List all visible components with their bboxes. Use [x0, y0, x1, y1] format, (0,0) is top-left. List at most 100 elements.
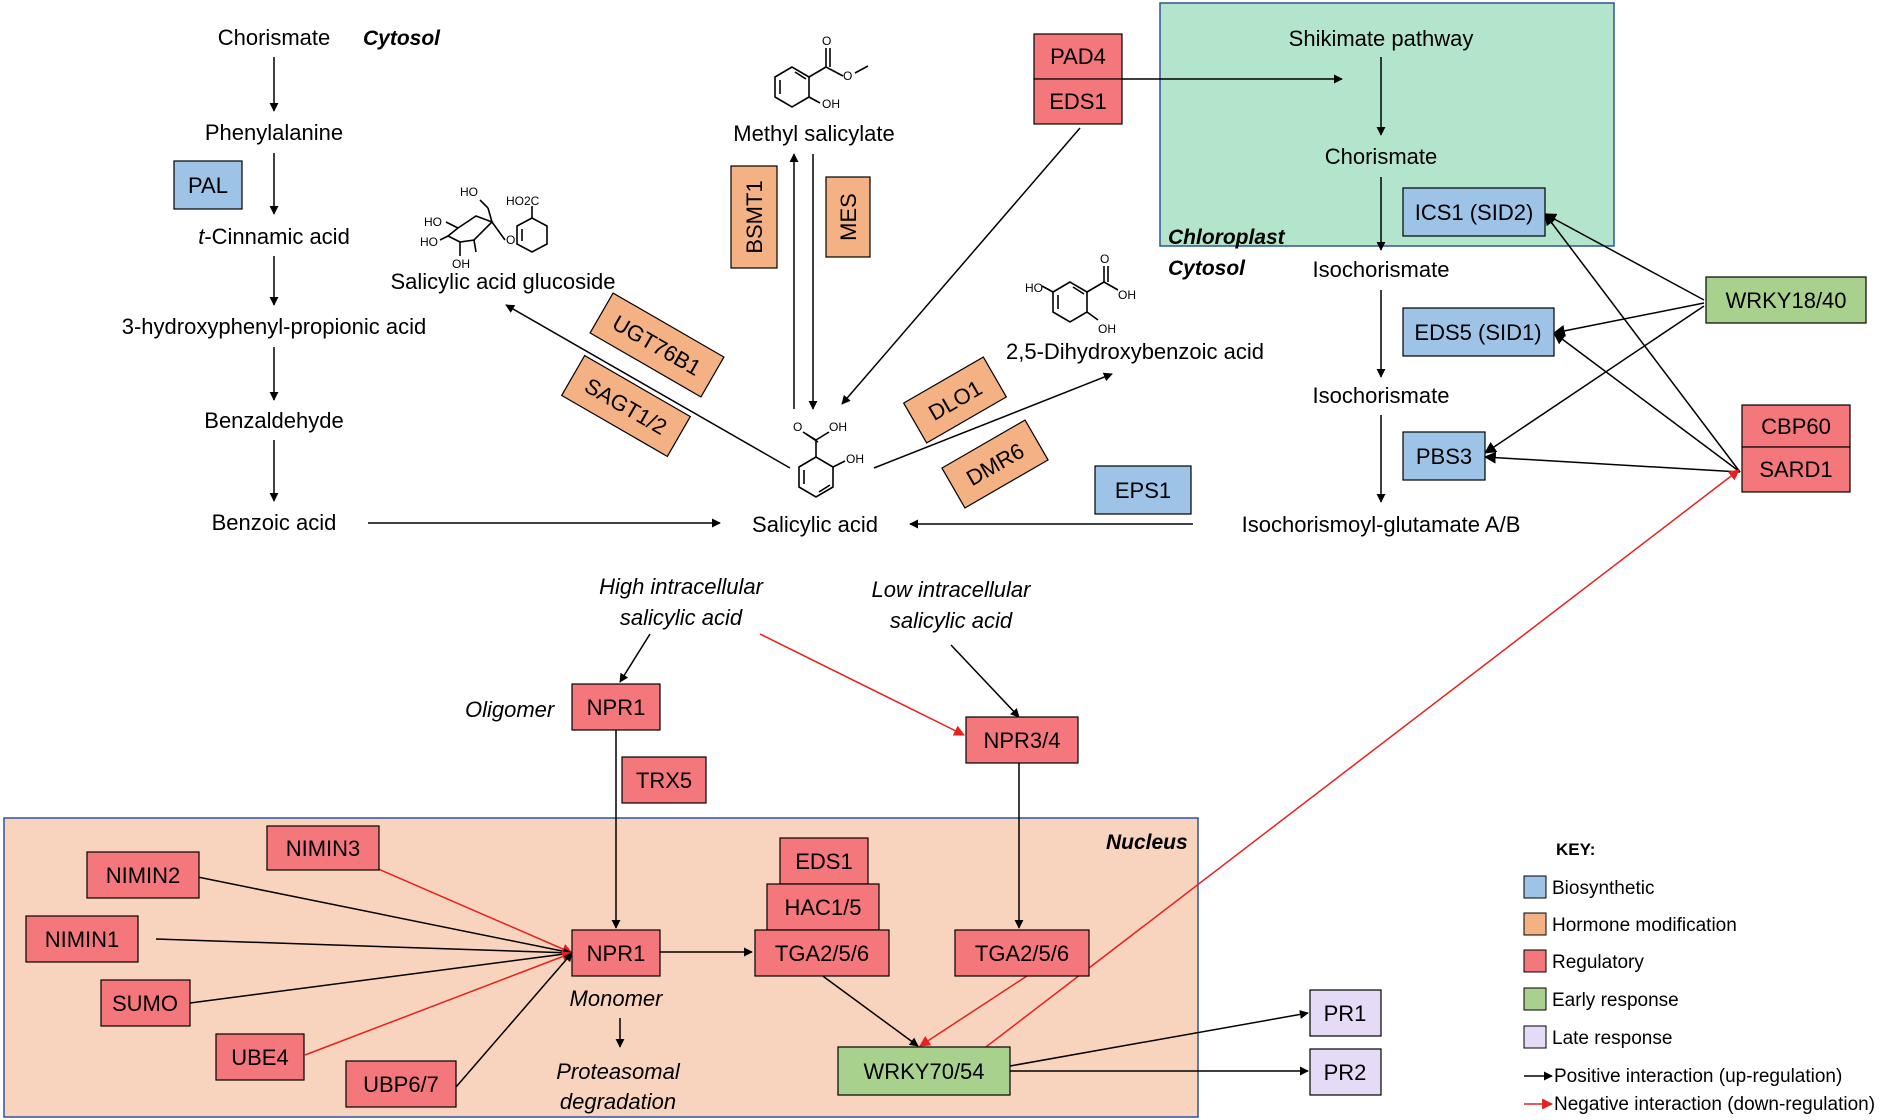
legend-label-hormone: Hormone modification [1552, 915, 1737, 936]
box-tga256-right [954, 929, 1090, 977]
chem-atom-ho: HO [424, 215, 442, 229]
arrow-high-sa-inhibits-npr3 [759, 633, 965, 736]
box-eds1-nucleus-label: EDS1 [795, 849, 852, 874]
label-oligomer: Oligomer [465, 697, 556, 722]
sa-glucoside-structure: HO HO HO OH O HO2C [420, 185, 548, 271]
arrow-sard1-to-eds5 [1553, 332, 1741, 473]
box-wrky7054-label: WRKY70/54 [863, 1059, 984, 1084]
box-sumo-label: SUMO [112, 991, 178, 1016]
metabolite-chorismate-left: Chorismate [218, 25, 330, 50]
box-nimin1-label: NIMIN1 [45, 927, 120, 952]
legend-swatch-hormone [1523, 912, 1547, 936]
box-eds1-top [1033, 78, 1123, 125]
arrow-wrky70-inhibits-sard1 [981, 469, 1740, 1051]
label-high-intracellular-sa-line2: salicylic acid [620, 605, 743, 630]
box-pbs3-label: PBS3 [1416, 444, 1472, 469]
metabolite-3-hydroxyphenyl-propionic-acid: 3-hydroxyphenyl-propionic acid [122, 314, 427, 339]
arrow-ubp67-to-npr1 [455, 952, 573, 1088]
chem-atom-o: O [843, 69, 852, 83]
box-tga256-left [754, 929, 890, 977]
label-proteasomal-line2: degradation [560, 1089, 676, 1114]
arrow-wrky70-to-pr1 [1009, 1009, 1309, 1067]
chem-atom-ho: HO [420, 235, 438, 249]
region-label-nucleus: Nucleus [1106, 831, 1188, 854]
box-pad4-label: PAD4 [1050, 44, 1106, 69]
box-nimin3 [266, 825, 380, 871]
chem-atom-oh: OH [1118, 288, 1136, 302]
arrow-nimin3-inhibits-npr1 [375, 867, 574, 955]
box-eds1-top-label: EDS1 [1049, 89, 1106, 114]
arrow-low-sa-to-npr3 [950, 644, 1020, 718]
metabolite-benzoic-acid: Benzoic acid [212, 510, 337, 535]
arrow-wrky18-to-ics1 [1543, 213, 1705, 301]
arrow-nimin1-to-npr1 [155, 938, 573, 958]
box-cbp60 [1741, 404, 1851, 448]
arrow-wrky18-to-pbs3 [1484, 305, 1705, 454]
label-proteasomal-line1: Proteasomal [556, 1059, 681, 1084]
legend: KEY: Biosynthetic Hormone modification R… [1523, 840, 1875, 1115]
box-sumo [100, 979, 191, 1027]
box-trx5 [621, 756, 707, 804]
legend-label-late: Late response [1552, 1028, 1672, 1049]
arrow-salicylic-to-dhba [873, 372, 1113, 469]
box-pbs3 [1402, 431, 1486, 481]
label-low-intracellular-sa-line2: salicylic acid [890, 608, 1013, 633]
arrow-tga2-inhibits-wrky70 [919, 973, 1031, 1047]
box-pal-label: PAL [188, 173, 228, 198]
box-dlo1: DLO1 [902, 356, 1008, 444]
dhba-structure: HO O OH OH [1025, 252, 1136, 336]
metabolite-salicylic-acid: Salicylic acid [752, 512, 878, 537]
legend-swatch-biosynthetic [1523, 875, 1547, 899]
legend-label-regulatory: Regulatory [1552, 952, 1644, 973]
metabolite-t-cinnamic-acid: t-Cinnamic acid [198, 224, 350, 249]
box-trx5-label: TRX5 [636, 768, 692, 793]
box-ubp67 [345, 1060, 457, 1108]
chem-atom-oh: OH [822, 97, 840, 111]
box-sard1 [1741, 446, 1851, 493]
region-label-cytosol-left: Cytosol [363, 27, 441, 50]
box-mes-label: MES [836, 193, 861, 241]
salicylic-acid-structure: O OH OH [793, 420, 864, 498]
box-bsmt1-label: BSMT1 [742, 180, 767, 253]
legend-swatch-regulatory [1523, 949, 1547, 973]
box-bsmt1: BSMT1 [730, 165, 778, 269]
region-label-cytosol-right: Cytosol [1168, 257, 1246, 280]
box-wrky7054 [837, 1046, 1011, 1096]
legend-swatch-late [1523, 1025, 1547, 1049]
chem-atom-o: O [506, 233, 515, 247]
label-low-intracellular-sa-line1: Low intracellular [872, 577, 1033, 602]
box-nimin3-label: NIMIN3 [286, 836, 361, 861]
box-eds1-nucleus [779, 837, 869, 885]
box-eps1-label: EPS1 [1115, 478, 1171, 503]
box-pr1 [1309, 989, 1382, 1037]
chem-atom-ho: HO [460, 185, 478, 199]
box-sard1-label: SARD1 [1759, 457, 1832, 482]
box-dmr6: DMR6 [941, 419, 1049, 509]
metabolite-shikimate-pathway: Shikimate pathway [1289, 26, 1474, 51]
box-npr34 [965, 716, 1079, 764]
box-npr1-oligomer [571, 683, 661, 731]
box-tga256-right-label: TGA2/5/6 [975, 941, 1069, 966]
metabolite-benzaldehyde: Benzaldehyde [204, 408, 343, 433]
legend-title: KEY: [1556, 840, 1595, 859]
chem-atom-oh: OH [829, 420, 847, 434]
box-cbp60-label: CBP60 [1761, 414, 1831, 439]
chem-atom-ho: HO [1025, 281, 1043, 295]
chem-atom-o: O [793, 420, 802, 434]
box-ubp67-label: UBP6/7 [363, 1072, 439, 1097]
box-pal [173, 160, 243, 210]
box-npr1-monomer [571, 929, 661, 977]
legend-swatch-early [1523, 987, 1547, 1011]
arrow-high-sa-to-npr1 [619, 633, 651, 683]
box-pr1-label: PR1 [1324, 1001, 1367, 1026]
box-pr2-label: PR2 [1324, 1060, 1367, 1085]
methyl-salicylate-structure: O O OH [774, 34, 869, 111]
box-npr1-oligomer-label: NPR1 [587, 695, 646, 720]
box-ube4-label: UBE4 [231, 1045, 288, 1070]
box-tga256-left-label: TGA2/5/6 [775, 941, 869, 966]
chem-atom-ho2c: HO2C [506, 194, 540, 208]
label-high-intracellular-sa-line1: High intracellular [599, 574, 765, 599]
box-hac15 [766, 883, 880, 931]
